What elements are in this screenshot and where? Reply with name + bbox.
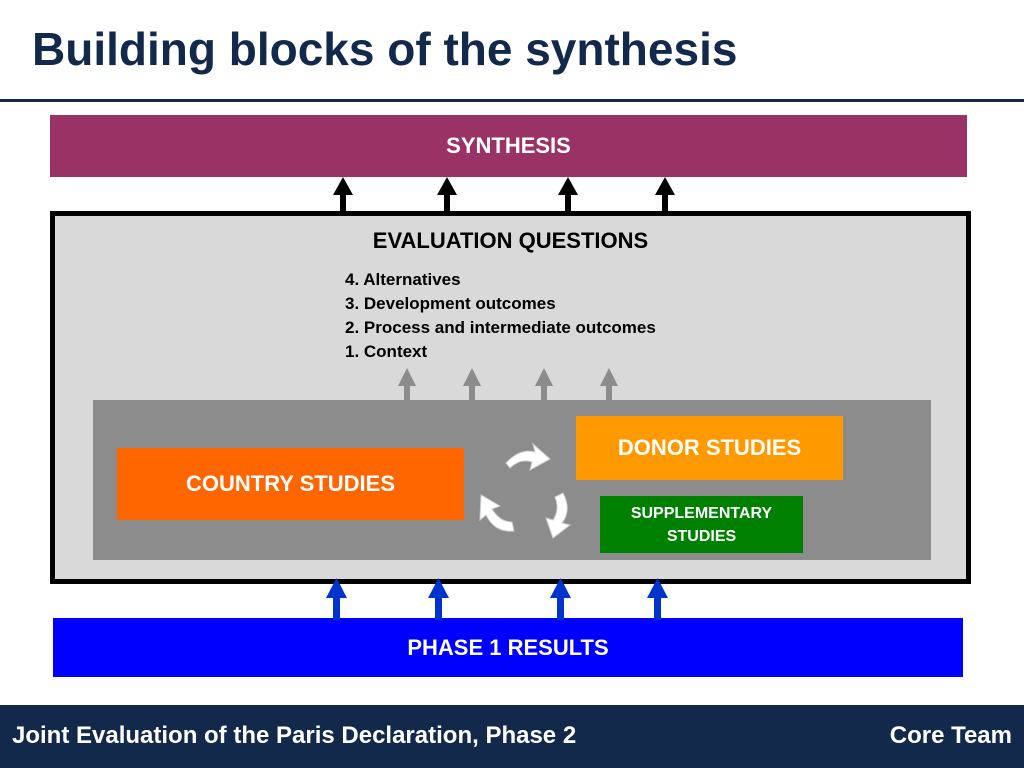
synthesis-box: SYNTHESIS: [50, 115, 967, 177]
evaluation-question-item: 3. Development outcomes: [345, 294, 556, 313]
arrow-up-black-icon: [558, 177, 578, 213]
evaluation-question-item: 1. Context: [345, 342, 428, 361]
donor-studies-box: DONOR STUDIES: [576, 416, 843, 480]
arrow-up-blue-icon: [550, 578, 571, 620]
footer-bar: [0, 705, 1024, 768]
arrow-up-black-icon: [655, 177, 675, 213]
footer-right-text: Core Team: [889, 722, 1012, 749]
arrow-up-grey-icon: [535, 368, 553, 402]
evaluation-questions-list: 4. Alternatives 3. Development outcomes …: [345, 268, 656, 364]
cycle-arrows-icon: [479, 442, 572, 539]
title-divider: [0, 99, 1024, 102]
footer-left-text: Joint Evaluation of the Paris Declaratio…: [12, 722, 577, 749]
arrow-up-grey-icon: [398, 368, 416, 402]
country-studies-box: COUNTRY STUDIES: [117, 448, 464, 520]
evaluation-question-item: 4. Alternatives: [345, 270, 461, 289]
evaluation-questions-title: EVALUATION QUESTIONS: [372, 228, 649, 253]
evaluation-question-item: 2. Process and intermediate outcomes: [345, 318, 656, 337]
arrow-up-grey-icon: [463, 368, 481, 402]
arrow-up-grey-icon: [600, 368, 618, 402]
arrow-up-blue-icon: [647, 578, 668, 620]
arrow-up-blue-icon: [428, 578, 449, 620]
supplementary-studies-line-1: SUPPLEMENTARY: [630, 504, 773, 522]
arrow-up-blue-icon: [326, 578, 347, 620]
arrow-up-black-icon: [437, 177, 457, 213]
arrow-up-black-icon: [333, 177, 353, 213]
phase-1-results-box: PHASE 1 RESULTS: [53, 618, 963, 677]
supplementary-studies-line-2: STUDIES: [666, 527, 737, 545]
supplementary-studies-box: SUPPLEMENTARY STUDIES: [600, 496, 803, 553]
page-title: Building blocks of the synthesis: [32, 23, 738, 75]
